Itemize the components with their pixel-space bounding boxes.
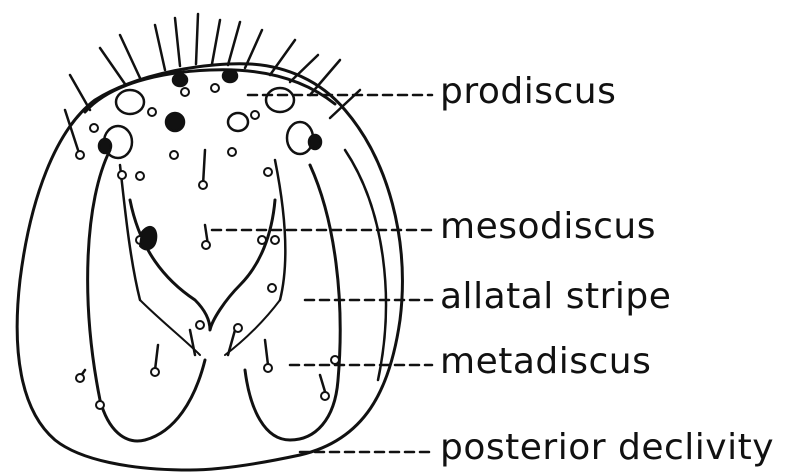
- setal-sockets: [76, 84, 339, 409]
- left-dark-spot: [140, 227, 156, 249]
- label-mesodiscus: mesodiscus: [440, 209, 656, 245]
- label-metadiscus: metadiscus: [440, 344, 651, 380]
- right-outer-lobe: [345, 150, 386, 380]
- label-prodiscus: prodiscus: [440, 74, 616, 110]
- label-allatal-stripe: allatal stripe: [440, 279, 671, 315]
- label-posterior-declivity: posterior declivity: [440, 430, 774, 466]
- left-allatal-line: [120, 165, 140, 300]
- left-stripe: [140, 300, 200, 355]
- body-outline: [17, 64, 402, 470]
